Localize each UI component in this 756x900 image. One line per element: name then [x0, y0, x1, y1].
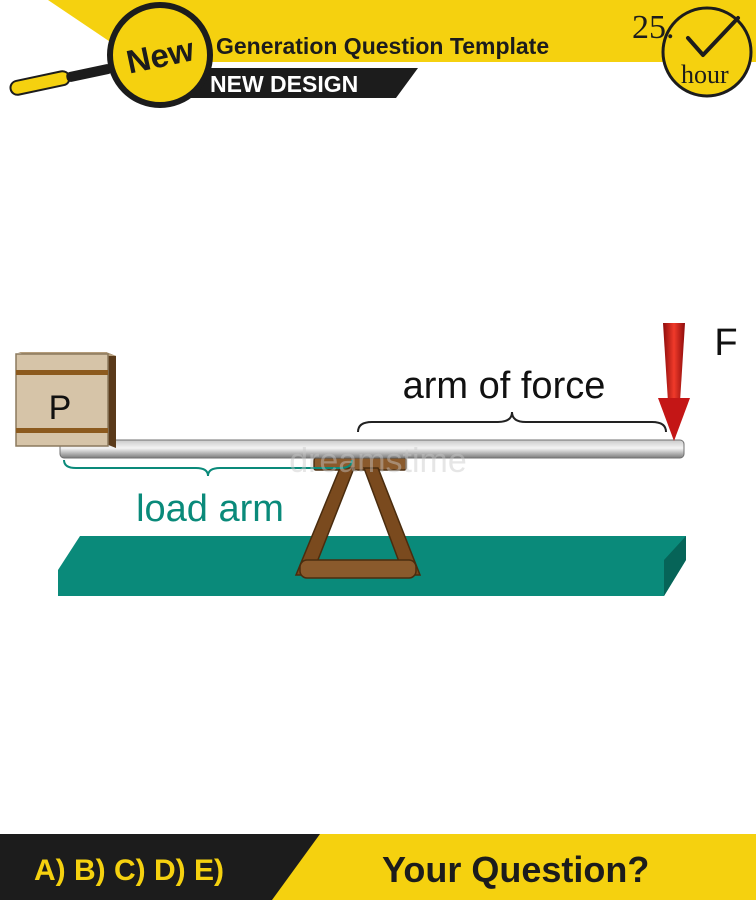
subtitle-banner — [170, 68, 418, 98]
timer-unit: hour — [681, 60, 729, 89]
header-subtitle: NEW DESIGN — [210, 71, 358, 97]
header: New Generation Question Template NEW DES… — [9, 0, 756, 108]
force-label: F — [714, 322, 737, 364]
check-icon — [686, 16, 740, 57]
watermark: dreamstime — [289, 442, 467, 480]
load-arm-brace — [63, 459, 353, 477]
load-box — [15, 352, 116, 448]
box-label: P — [49, 389, 72, 427]
header-yellow-band — [48, 0, 756, 62]
arm-of-force-brace — [357, 411, 667, 433]
magnifier-icon — [9, 2, 213, 108]
header-title: Generation Question Template — [216, 33, 549, 59]
force-arrow-icon — [658, 323, 690, 441]
lever-diagram: P arm of force load arm F dreamstime — [15, 322, 738, 596]
fulcrum — [294, 457, 422, 579]
timer-value: 25. — [632, 9, 675, 46]
load-arm-label: load arm — [136, 488, 284, 530]
footer: A) B) C) D) E) Your Question? — [0, 834, 756, 900]
options-panel — [0, 834, 320, 900]
arm-of-force-label: arm of force — [403, 365, 606, 407]
answer-options: A) B) C) D) E) — [34, 854, 224, 887]
timer-clock-icon — [661, 6, 753, 98]
lever-bar — [59, 439, 685, 459]
question-text: Your Question? — [382, 849, 649, 890]
